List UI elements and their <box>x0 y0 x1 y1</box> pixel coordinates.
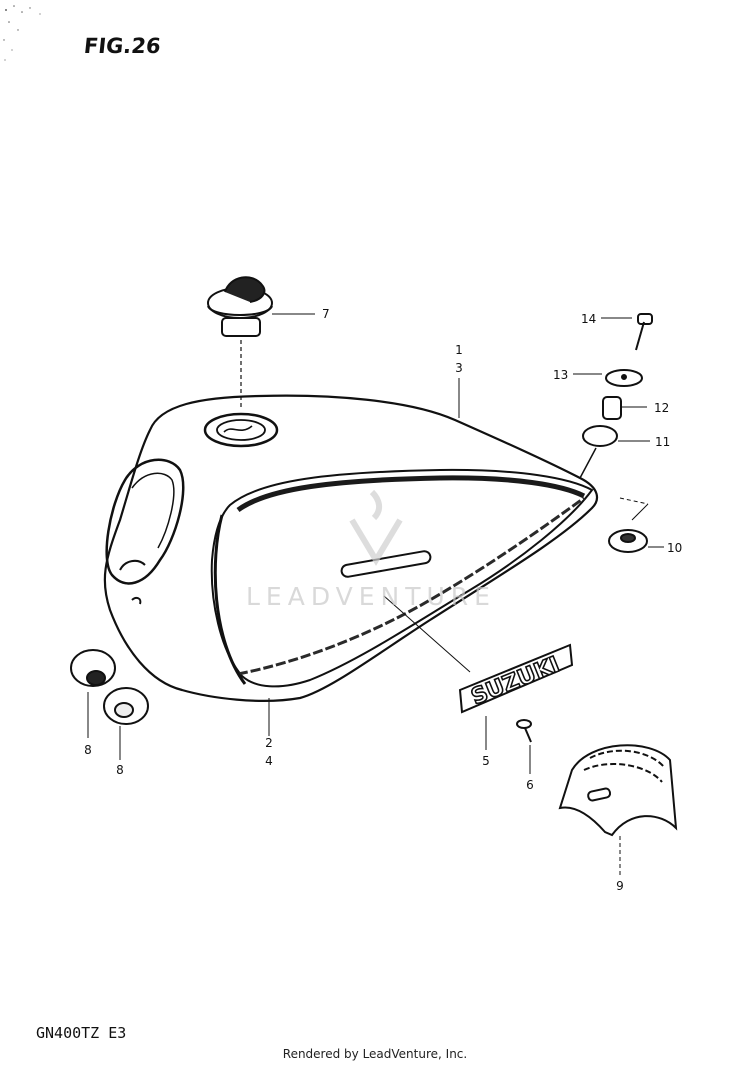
fuel-cap <box>207 276 273 337</box>
cushion-8a <box>70 649 116 687</box>
cushion-11 <box>582 425 618 447</box>
washer-13 <box>605 369 643 387</box>
callout-12: 12 <box>654 401 669 415</box>
callout-3: 3 <box>455 361 463 375</box>
footer-credit: Rendered by LeadVenture, Inc. <box>282 1047 468 1061</box>
collar-12 <box>602 396 622 420</box>
suzuki-emblem: SUZUKI <box>458 643 574 714</box>
callout-8a: 8 <box>84 743 92 757</box>
leader-line-5 <box>383 595 471 673</box>
model-code: GN400TZ E3 <box>36 1024 127 1042</box>
cover-9 <box>558 744 678 837</box>
callout-9: 9 <box>616 879 624 893</box>
watermark-logo <box>349 489 403 566</box>
callout-8b: 8 <box>116 763 124 777</box>
screw-6 <box>516 719 532 743</box>
fuel-tank <box>103 394 599 702</box>
cushion-8b <box>103 687 149 725</box>
cushion-10 <box>608 529 648 553</box>
callout-6: 6 <box>526 778 534 792</box>
watermark-text: LEADVENTURE <box>246 582 496 611</box>
scan-noise <box>3 5 41 61</box>
callout-4: 4 <box>265 754 273 768</box>
callout-7: 7 <box>322 307 330 321</box>
callout-10: 10 <box>667 541 682 555</box>
callout-11: 11 <box>655 435 670 449</box>
callout-1: 1 <box>455 343 463 357</box>
leader-lines-rear <box>573 317 664 548</box>
callout-5: 5 <box>482 754 490 768</box>
bolt-14 <box>635 313 653 351</box>
callout-13: 13 <box>553 368 568 382</box>
svg-text:SUZUKI: SUZUKI <box>468 652 563 710</box>
callout-2: 2 <box>265 736 273 750</box>
callout-14: 14 <box>581 312 596 326</box>
